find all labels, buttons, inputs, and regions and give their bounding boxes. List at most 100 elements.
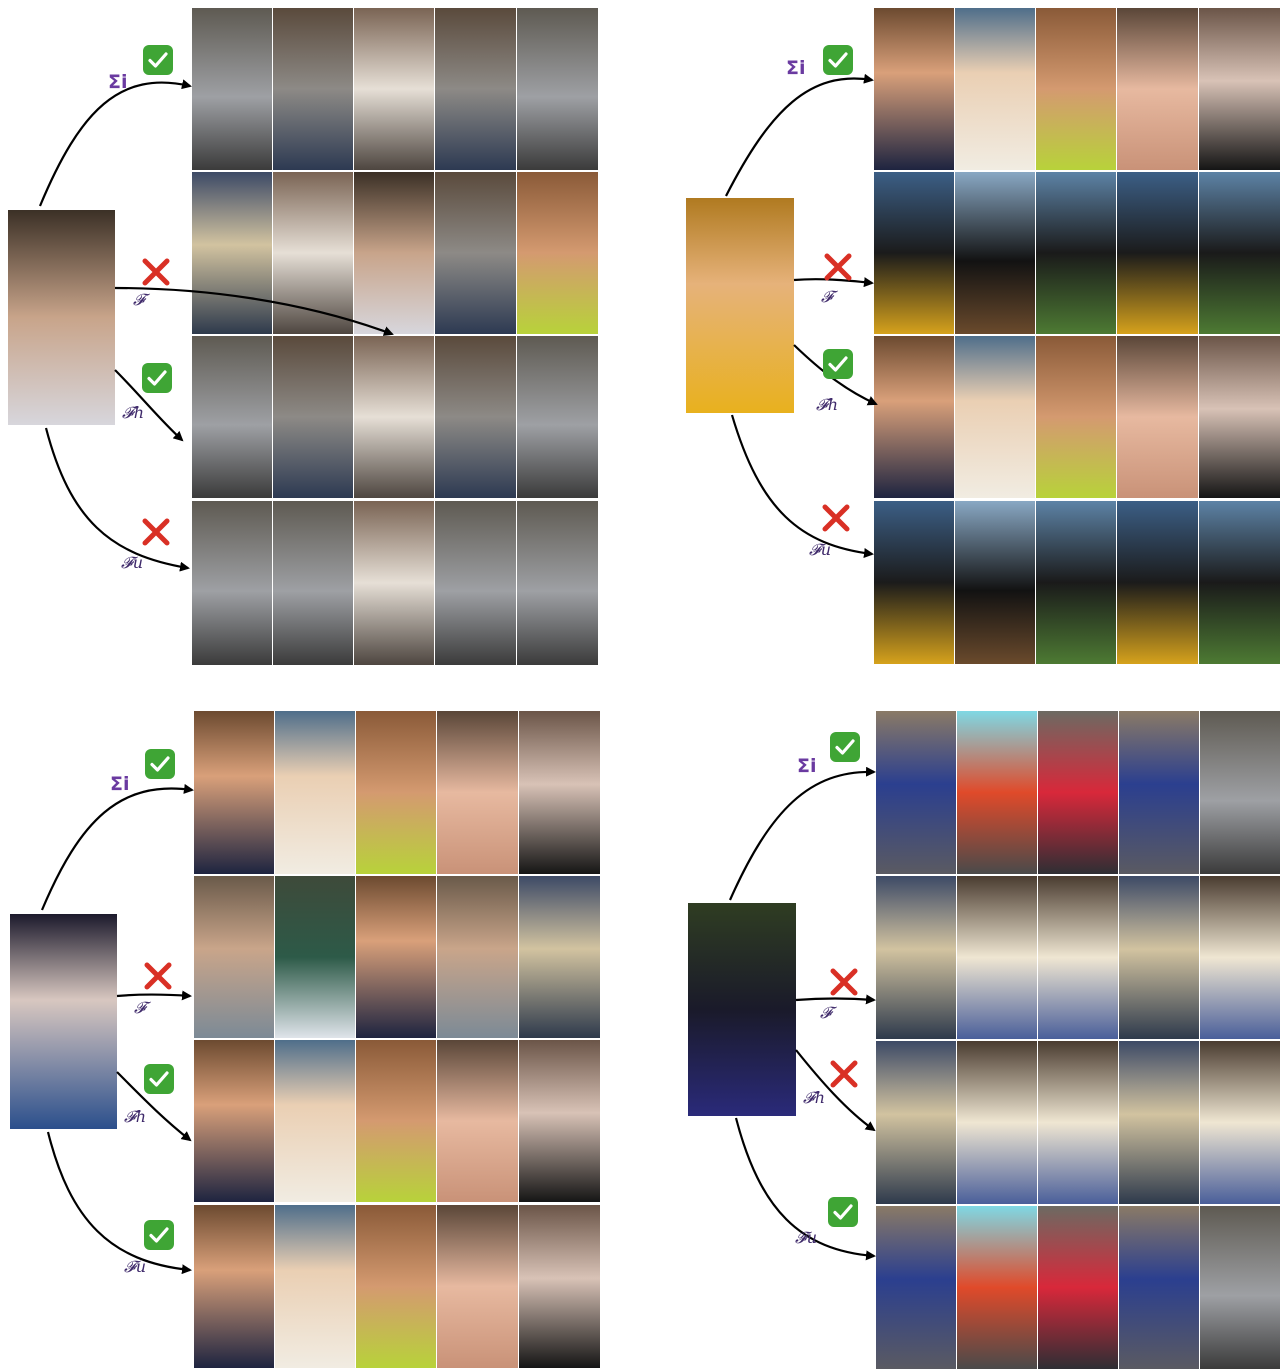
check-icon xyxy=(828,1197,858,1227)
gallery-thumb xyxy=(356,711,436,874)
gallery-thumb xyxy=(437,876,518,1038)
gallery-thumb xyxy=(437,711,518,874)
gallery-thumb xyxy=(874,336,954,498)
label-fh: 𝓕h xyxy=(803,1088,825,1107)
gallery-thumb xyxy=(1200,1206,1280,1369)
gallery-thumb xyxy=(517,172,598,334)
gallery-thumb xyxy=(354,501,434,665)
cross-icon xyxy=(825,507,847,529)
arrow-f xyxy=(794,279,872,283)
gallery-thumb xyxy=(519,1040,600,1202)
cross-icon xyxy=(833,971,855,993)
gallery-thumb xyxy=(957,711,1037,874)
gallery-thumb xyxy=(1036,501,1116,664)
gallery-thumb xyxy=(876,711,956,874)
label-f: 𝓕 xyxy=(821,287,839,306)
arrow-sigma xyxy=(730,772,874,900)
label-sigma: Σi xyxy=(797,755,817,777)
gallery-grid xyxy=(874,8,1280,664)
cross-icon xyxy=(147,965,169,987)
gallery-thumb xyxy=(876,876,956,1039)
arrow-sigma xyxy=(42,789,192,911)
gallery-thumb xyxy=(354,8,434,170)
gallery-thumb xyxy=(876,1206,956,1369)
check-icon xyxy=(145,749,175,779)
gallery-thumb xyxy=(957,876,1037,1039)
gallery-thumb xyxy=(435,336,516,498)
gallery-thumb xyxy=(192,336,272,498)
gallery-thumb xyxy=(1200,876,1280,1039)
gallery-thumb xyxy=(273,501,353,665)
check-icon xyxy=(142,363,172,393)
gallery-thumb xyxy=(955,8,1035,170)
gallery-thumb xyxy=(275,711,355,874)
gallery-thumb xyxy=(1038,1041,1118,1204)
gallery-thumb xyxy=(955,501,1035,664)
arrow-sigma xyxy=(40,83,190,206)
cross-icon xyxy=(145,521,167,543)
cross-icon xyxy=(833,1063,855,1085)
query-image xyxy=(688,903,796,1116)
gallery-thumb xyxy=(192,172,272,334)
cross-icon xyxy=(145,261,167,283)
gallery-thumb xyxy=(192,8,272,170)
gallery-grid xyxy=(192,8,598,665)
gallery-thumb xyxy=(356,1205,436,1368)
gallery-thumb xyxy=(1038,1206,1118,1369)
gallery-thumb xyxy=(874,501,954,664)
gallery-thumb xyxy=(1119,1041,1199,1204)
query-image xyxy=(686,198,794,413)
gallery-thumb xyxy=(1038,711,1118,874)
gallery-thumb xyxy=(194,1040,274,1202)
gallery-thumb xyxy=(957,1041,1037,1204)
check-icon xyxy=(144,1064,174,1094)
gallery-thumb xyxy=(1036,336,1116,498)
query-image xyxy=(8,210,115,425)
label-sigma: Σi xyxy=(108,71,128,93)
gallery-thumb xyxy=(874,172,954,334)
gallery-thumb xyxy=(1036,172,1116,334)
check-icon xyxy=(823,45,853,75)
gallery-thumb xyxy=(356,876,436,1038)
gallery-thumb xyxy=(275,1205,355,1368)
gallery-thumb xyxy=(517,501,598,665)
gallery-thumb xyxy=(519,1205,600,1368)
gallery-thumb xyxy=(1199,8,1280,170)
gallery-thumb xyxy=(192,501,272,665)
gallery-thumb xyxy=(356,1040,436,1202)
gallery-thumb xyxy=(435,172,516,334)
query-image xyxy=(10,914,117,1129)
gallery-grid xyxy=(876,711,1280,1369)
label-f: 𝓕 xyxy=(134,998,152,1017)
gallery-thumb xyxy=(1117,172,1198,334)
gallery-thumb xyxy=(435,501,516,665)
gallery-thumb xyxy=(1199,172,1280,334)
arrow-sigma xyxy=(726,78,872,196)
panel-bottom-left: Σi 𝓕 𝓕h 𝓕u xyxy=(10,711,600,1368)
gallery-thumb xyxy=(194,711,274,874)
gallery-thumb xyxy=(1119,711,1199,874)
gallery-thumb xyxy=(517,336,598,498)
gallery-thumb xyxy=(1199,336,1280,498)
gallery-thumb xyxy=(194,1205,274,1368)
gallery-thumb xyxy=(1119,876,1199,1039)
gallery-thumb xyxy=(1117,501,1198,664)
gallery-grid xyxy=(194,711,600,1368)
label-fu: 𝓕u xyxy=(809,540,831,559)
label-fu: 𝓕u xyxy=(121,553,143,572)
label-fu: 𝓕u xyxy=(124,1257,146,1276)
gallery-thumb xyxy=(1038,876,1118,1039)
gallery-thumb xyxy=(1117,8,1198,170)
gallery-thumb xyxy=(275,1040,355,1202)
label-fu: 𝓕u xyxy=(795,1228,817,1247)
gallery-thumb xyxy=(273,336,353,498)
gallery-thumb xyxy=(957,1206,1037,1369)
gallery-thumb xyxy=(194,876,274,1038)
gallery-thumb xyxy=(354,336,434,498)
check-icon xyxy=(823,349,853,379)
gallery-thumb xyxy=(876,1041,956,1204)
label-fh: 𝓕h xyxy=(124,1107,146,1126)
panel-bottom-right: Σi 𝓕 𝓕h 𝓕u xyxy=(688,711,1280,1369)
gallery-thumb xyxy=(1036,8,1116,170)
